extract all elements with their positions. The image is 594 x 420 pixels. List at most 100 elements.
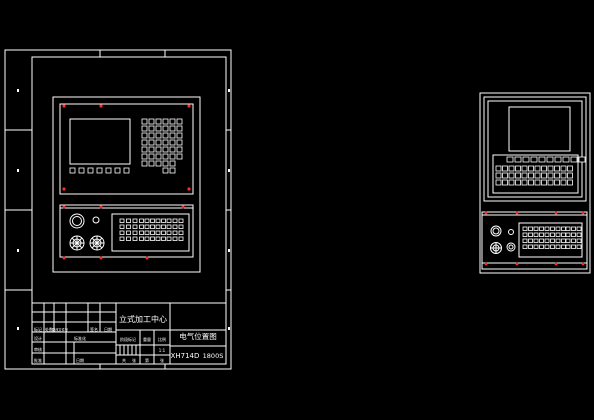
machine-key (150, 224, 155, 229)
secondary-machine-key (571, 232, 576, 237)
secondary-machine-key (522, 232, 528, 237)
title-block: 立式加工中心 电气位置图 XH714D 1800S 标记 处数 更改文件号 签名… (31, 302, 227, 365)
secondary-machine-key (576, 232, 582, 237)
machine-key (166, 230, 172, 235)
secondary-machine-key (539, 244, 544, 249)
secondary-machine-key (550, 244, 555, 249)
machine-key (144, 230, 150, 235)
spindle-override-knob-icon (89, 235, 105, 251)
secondary-key (562, 156, 570, 163)
secondary-key (495, 179, 502, 186)
secondary-machine-key (544, 244, 550, 249)
keypad-key (176, 132, 183, 139)
secondary-key (521, 172, 528, 179)
secondary-machine-key (528, 238, 533, 243)
machine-key (132, 224, 138, 229)
sheet-outer-border (4, 49, 232, 370)
machine-key (119, 224, 125, 229)
keypad-key (162, 153, 169, 160)
keypad-key (155, 118, 162, 125)
cabinet-frame (52, 96, 201, 273)
feed-override-knob-icon (69, 235, 85, 251)
svg-text:标记: 标记 (34, 326, 42, 332)
keypad-key (169, 118, 176, 125)
machine-key (126, 218, 131, 223)
machine-key (178, 224, 184, 229)
cnc-screen (69, 118, 131, 165)
keypad-key (169, 132, 176, 139)
secondary-key (515, 179, 521, 186)
softkey (96, 167, 103, 174)
secondary-key (554, 156, 562, 163)
keypad-key (155, 125, 162, 132)
keypad-key (176, 118, 183, 125)
secondary-emergency-stop-icon (490, 225, 502, 237)
svg-text:张: 张 (132, 357, 136, 363)
secondary-machine-key (522, 226, 528, 231)
secondary-machine-key (561, 244, 566, 249)
secondary-machine-key (522, 244, 528, 249)
svg-text:标准化: 标准化 (74, 335, 86, 341)
secondary-key (560, 165, 567, 172)
machine-keys (119, 218, 184, 241)
secondary-cabinet-frame (479, 92, 591, 274)
keypad-key (148, 153, 155, 160)
secondary-machine-key (571, 226, 576, 231)
power-button-icon (92, 216, 100, 224)
machine-key (172, 236, 178, 241)
secondary-key (560, 179, 567, 186)
keypad-key (176, 146, 183, 153)
keypad-key (176, 153, 183, 160)
softkey (123, 167, 130, 174)
secondary-keypad-frame (492, 154, 579, 194)
machine-key (119, 236, 125, 241)
keypad-key (162, 160, 169, 167)
secondary-machine-key (539, 232, 544, 237)
machine-key (126, 224, 131, 229)
secondary-key (514, 156, 522, 163)
softkey (87, 167, 94, 174)
secondary-markers (484, 211, 585, 266)
secondary-machine-key (539, 226, 544, 231)
keypad-key (155, 160, 162, 167)
emergency-stop-icon (69, 213, 85, 229)
machine-key (178, 236, 184, 241)
machine-key (144, 218, 150, 223)
secondary-machine-key (571, 244, 576, 249)
machine-key (132, 218, 138, 223)
machine-key (139, 218, 144, 223)
secondary-key (560, 172, 567, 179)
drawing-code: XH714D (171, 352, 200, 360)
secondary-key (547, 172, 554, 179)
secondary-machine-key (561, 226, 566, 231)
keypad-key (148, 160, 155, 167)
secondary-knob-icon (490, 242, 502, 254)
secondary-machine-keypad (518, 222, 583, 258)
secondary-machine-key (528, 232, 533, 237)
secondary-key (495, 165, 502, 172)
secondary-machine-key (528, 226, 533, 231)
keypad-key (155, 146, 162, 153)
secondary-key (506, 156, 514, 163)
keypad-key (176, 139, 183, 146)
machine-key (155, 230, 161, 235)
secondary-key (554, 165, 560, 172)
secondary-key (530, 156, 538, 163)
machine-key (172, 224, 178, 229)
machine-key (172, 218, 178, 223)
scale-value: 1:1 (159, 348, 166, 353)
secondary-key (515, 172, 521, 179)
secondary-machine-key (561, 238, 566, 243)
secondary-machine-key (555, 244, 561, 249)
softkey (78, 167, 85, 174)
keypad-key (148, 139, 155, 146)
svg-text:更改文件号: 更改文件号 (52, 327, 68, 332)
secondary-machine-key (533, 232, 539, 237)
secondary-machine-key (576, 226, 582, 231)
svg-text:共: 共 (122, 357, 126, 363)
secondary-operator-panel (481, 211, 588, 270)
secondary-knob-2-icon (506, 242, 516, 252)
secondary-machine-key (544, 238, 550, 243)
secondary-key (541, 172, 547, 179)
secondary-machine-key (550, 232, 555, 237)
